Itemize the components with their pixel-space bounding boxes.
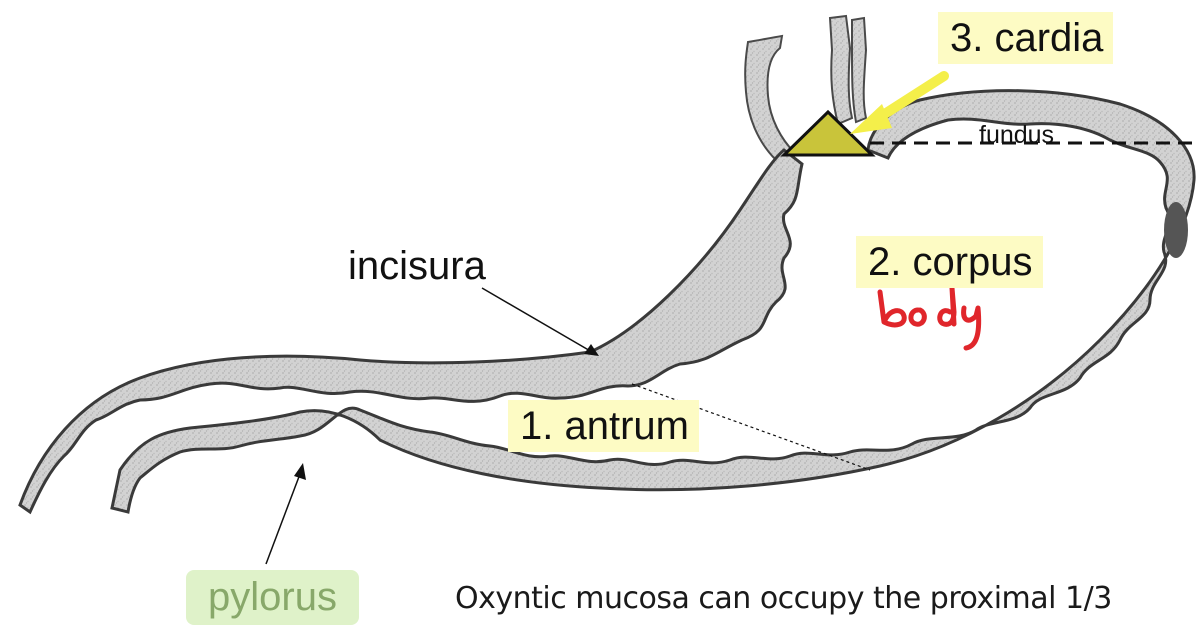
oxyntic-mucosa-note: Oxyntic mucosa can occupy the proximal 1… [455, 584, 1112, 614]
pylorus-arrow [266, 463, 306, 564]
incisura-arrow [482, 288, 599, 356]
corpus-label: 2. corpus [856, 236, 1043, 288]
incisura-label: incisura [348, 246, 486, 286]
cardia-label: 3. cardia [938, 12, 1113, 64]
handwritten-body-annotation [880, 288, 979, 348]
pylorus-label: pylorus [186, 570, 359, 625]
fundus-label: fundus [979, 123, 1054, 148]
wall-dark-patch [1164, 202, 1188, 258]
antrum-label: 1. antrum [508, 400, 699, 452]
